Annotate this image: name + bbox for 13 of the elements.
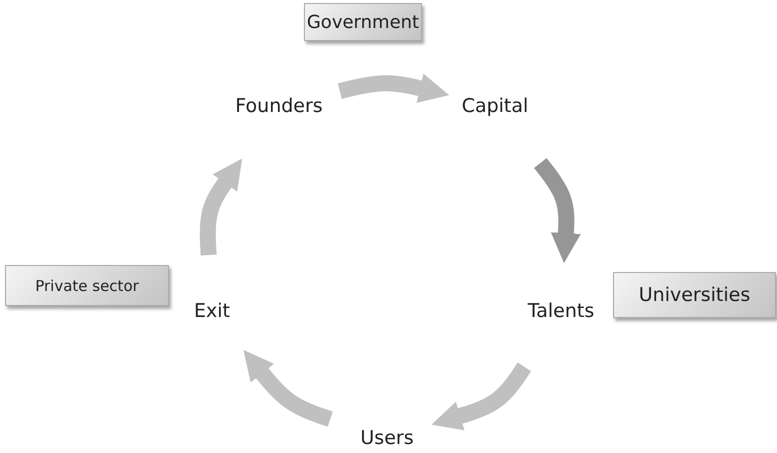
node-label: Exit	[188, 297, 236, 325]
node-label: Users	[354, 424, 420, 452]
curved-arrow	[432, 362, 532, 430]
curved-arrow	[200, 158, 242, 256]
label-box: Private sector	[5, 265, 169, 306]
node-label: Founders	[226, 92, 332, 120]
curved-arrow	[243, 350, 333, 427]
node-label: Capital	[455, 92, 535, 120]
curved-arrow	[534, 158, 581, 264]
label-box: Government	[304, 3, 422, 41]
curved-arrow	[338, 74, 450, 103]
label-box: Universities	[613, 272, 776, 318]
node-label: Talents	[520, 297, 602, 325]
